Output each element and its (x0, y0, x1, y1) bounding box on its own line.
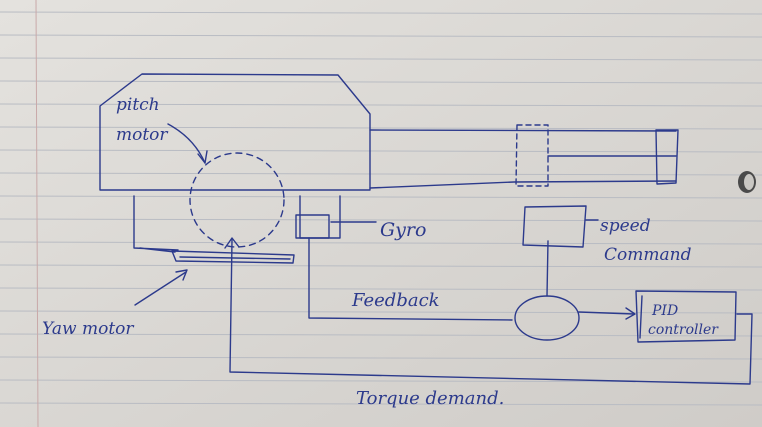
label-pid-1: PID (651, 303, 678, 319)
pitch-housing (99, 73, 371, 191)
pitch-motor-leader (167, 123, 206, 164)
speed-command-box (522, 205, 587, 248)
label-pitch-motor-1: pitch (116, 95, 160, 115)
feedback-line (308, 237, 513, 321)
label-feedback: Feedback (351, 290, 440, 311)
label-pitch-motor-2: motor (116, 125, 168, 145)
junction-to-pid-line (578, 311, 635, 315)
junction-to-pid-arrowhead (625, 307, 636, 320)
label-speed-command-1: speed (600, 216, 651, 236)
margin-line (35, 0, 39, 427)
arm-body (369, 129, 677, 189)
label-pid-2: controller (648, 322, 719, 338)
pid-box (635, 290, 737, 343)
speed-command-to-junction (546, 240, 549, 297)
label-gyro: Gyro (380, 219, 426, 241)
binder-hole-inner (744, 174, 754, 190)
torque-demand-line (229, 239, 753, 385)
pitch-motor-circle (189, 152, 285, 248)
arm-end-cap (655, 129, 679, 185)
yaw-motor-plate (171, 250, 295, 264)
label-yaw-motor: Yaw motor (42, 319, 134, 339)
arm-coupling (515, 124, 549, 187)
ruled-lines (0, 11, 762, 406)
yaw-motor-leader (134, 271, 187, 306)
pitch-motor-arrowhead (197, 150, 208, 164)
gyro-box (295, 214, 330, 239)
torque-demand-arrowhead (224, 237, 240, 249)
yaw-motor-plate-stripe (179, 256, 291, 260)
label-torque-demand: Torque demand. (356, 388, 504, 409)
label-speed-command-2: Command (604, 245, 692, 265)
yaw-motor-arrowhead (175, 269, 188, 281)
pid-inner-left (639, 295, 643, 339)
